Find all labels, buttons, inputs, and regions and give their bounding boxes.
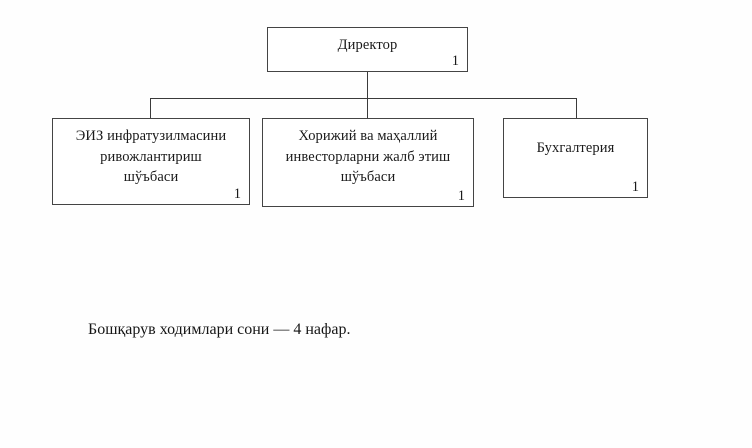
connector-drop-invest [367, 98, 368, 118]
connector-director-stem [367, 72, 368, 98]
connector-drop-infra [150, 98, 151, 118]
org-node-director-count: 1 [451, 52, 459, 69]
org-node-infrastructure-title: ЭИЗ инфратузилмасини ривожлантириш шўъба… [75, 128, 227, 186]
org-node-infrastructure-count: 1 [233, 185, 241, 202]
org-node-director: Директор 1 [267, 27, 468, 72]
org-node-investors: Хорижий ва маҳаллий инвесторларни жалб э… [262, 118, 474, 207]
org-node-investors-count: 1 [457, 187, 465, 204]
org-node-infrastructure: ЭИЗ инфратузилмасини ривожлантириш шўъба… [52, 118, 250, 205]
org-node-director-title: Директор [337, 37, 398, 53]
org-node-accounting: Бухгалтерия 1 [503, 118, 648, 198]
connector-horizontal-bus [150, 98, 577, 99]
org-node-accounting-count: 1 [631, 178, 639, 195]
connector-drop-accounting [576, 98, 577, 118]
org-node-accounting-title: Бухгалтерия [536, 140, 615, 156]
staff-total-caption: Бошқарув ходимлари сони — 4 нафар. [88, 321, 351, 338]
org-node-investors-title: Хорижий ва маҳаллий инвесторларни жалб э… [285, 128, 451, 186]
